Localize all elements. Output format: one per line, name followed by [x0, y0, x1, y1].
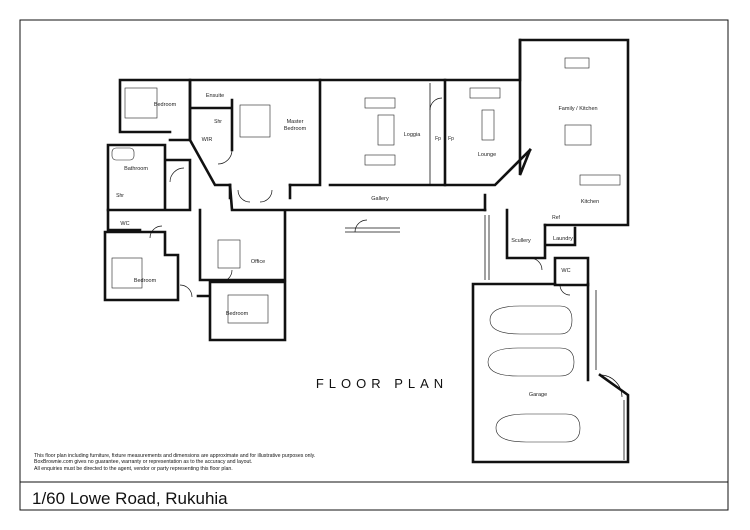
- bathroom-walls: [106, 143, 192, 212]
- walls: [103, 38, 630, 464]
- lounge-walls: [443, 38, 532, 187]
- disclaimer-line: All enquiries must be directed to the ag…: [34, 465, 233, 472]
- room-label-ensuite-shower: Shr: [214, 119, 222, 125]
- windows: [340, 79, 625, 460]
- room-label-office: Office: [251, 259, 265, 265]
- room-label-wc-2: WC: [561, 268, 570, 274]
- room-label-bedroom-1: Bedroom: [154, 102, 177, 108]
- gallery-walls-upper: [228, 183, 487, 212]
- room-label-bedroom-3: Bedroom: [226, 311, 249, 317]
- dining-table-icon: [564, 124, 592, 146]
- sofa-icon: [564, 57, 590, 69]
- wc-walls: [106, 208, 142, 232]
- room-label-family-kitchen: Family / Kitchen: [558, 106, 597, 112]
- room-label-ref: Ref: [552, 215, 560, 221]
- scullery-walls: [505, 208, 577, 260]
- disclaimer-text: This floor plan including furniture, fix…: [34, 453, 394, 472]
- car-icon: [495, 413, 581, 443]
- room-label-master-bedroom-2: Bedroom: [284, 126, 307, 132]
- room-label-ensuite: Ensuite: [206, 93, 224, 99]
- car-icon: [487, 347, 575, 377]
- room-label-fireplace-1: Fp: [435, 136, 441, 142]
- room-label-scullery: Scullery: [511, 238, 531, 244]
- room-label-lounge: Lounge: [478, 152, 496, 158]
- room-label-bedroom-2: Bedroom: [134, 278, 157, 284]
- room-labels: Bedroom Ensuite Shr WIR Master Bedroom L…: [116, 93, 599, 398]
- room-label-gallery: Gallery: [371, 196, 389, 202]
- furniture: [111, 57, 621, 443]
- room-label-kitchen: Kitchen: [581, 199, 599, 205]
- kitchen-island-icon: [579, 174, 621, 186]
- room-label-garage: Garage: [529, 392, 547, 398]
- bedroom-3-walls: [196, 280, 287, 342]
- room-label-fireplace-2: Fp: [448, 136, 454, 142]
- room-label-laundry: Laundry: [553, 236, 573, 242]
- room-label-loggia: Loggia: [404, 132, 421, 138]
- bed-icon: [227, 294, 269, 324]
- sofa-icon: [364, 97, 396, 109]
- room-label-bathroom-shower: Shr: [116, 193, 124, 199]
- bed-icon: [111, 257, 143, 289]
- garage-walls: [471, 282, 630, 464]
- family-kitchen-walls: [518, 38, 630, 227]
- table-icon: [377, 114, 395, 146]
- sofa-icon: [364, 154, 396, 166]
- bedroom-1-walls: [118, 78, 192, 142]
- property-address: 1/60 Lowe Road, Rukuhia: [32, 489, 228, 508]
- sofa-icon: [469, 87, 501, 99]
- loggia-walls: [318, 78, 447, 187]
- bedroom-2-walls: [103, 230, 180, 302]
- room-label-wir: WIR: [202, 137, 213, 143]
- page-border: [19, 19, 729, 511]
- bed-icon: [124, 87, 158, 119]
- car-icon: [489, 305, 573, 335]
- table-icon: [481, 109, 495, 141]
- disclaimer-line: BoxBrownie.com gives no guarantee, warra…: [34, 459, 253, 466]
- room-label-bathroom: Bathroom: [124, 166, 148, 172]
- disclaimer-line: This floor plan including furniture, fix…: [34, 453, 316, 459]
- bed-icon: [239, 104, 271, 138]
- bathtub-icon: [111, 147, 135, 161]
- floor-plan-title: FLOOR PLAN: [316, 376, 448, 391]
- doors: [149, 97, 623, 398]
- room-label-wc-1: WC: [120, 221, 129, 227]
- desk-icon: [217, 239, 241, 269]
- wc-2-walls: [553, 256, 590, 287]
- room-label-master-bedroom-1: Master: [287, 119, 304, 125]
- master-suite-walls: [188, 78, 322, 187]
